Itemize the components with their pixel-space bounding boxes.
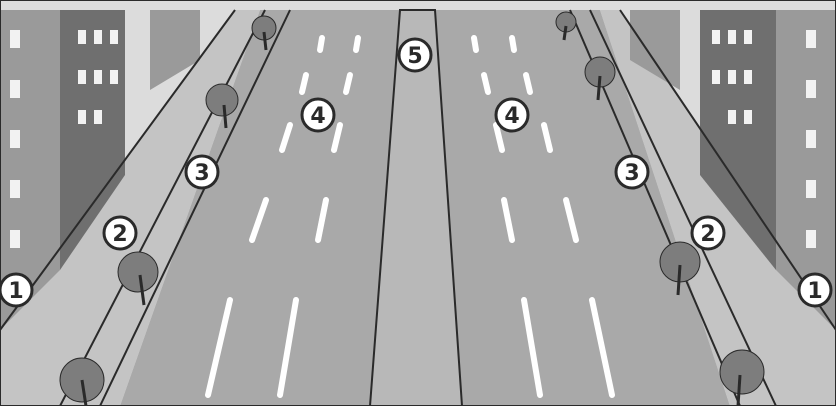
marker-right-3: 3 xyxy=(616,156,648,188)
marker-left-1: 1 xyxy=(0,274,32,306)
marker-left-2: 2 xyxy=(104,217,136,249)
marker-right-2: 2 xyxy=(692,217,724,249)
marker-left-4: 4 xyxy=(302,99,334,131)
marker-label: 2 xyxy=(700,222,715,247)
marker-label: 2 xyxy=(112,222,127,247)
marker-label: 4 xyxy=(504,104,519,129)
marker-left-3: 3 xyxy=(186,156,218,188)
marker-center-5: 5 xyxy=(399,39,431,71)
marker-label: 1 xyxy=(807,279,822,304)
marker-label: 5 xyxy=(407,44,422,69)
marker-label: 1 xyxy=(8,279,23,304)
marker-label: 3 xyxy=(194,161,209,186)
marker-right-4: 4 xyxy=(496,99,528,131)
marker-right-1: 1 xyxy=(799,274,831,306)
marker-label: 4 xyxy=(310,104,325,129)
marker-label: 3 xyxy=(624,161,639,186)
